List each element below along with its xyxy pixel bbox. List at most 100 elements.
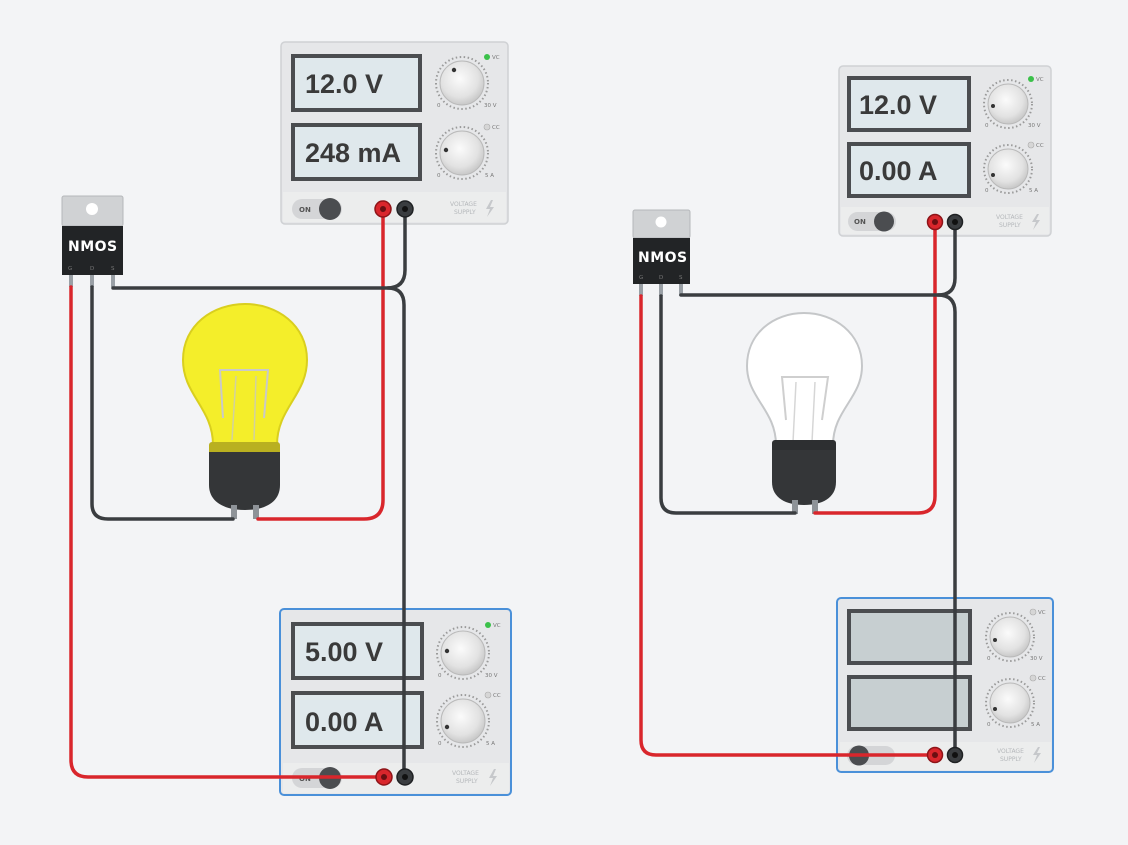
lightning-icon — [1033, 747, 1041, 763]
svg-text:D: D — [659, 275, 663, 281]
light-bulb-unlit[interactable] — [745, 311, 864, 514]
voltage-knob[interactable] — [436, 626, 490, 680]
power-supply-bottom-left[interactable]: 5.00 V 0.00 A 0 30 V 0 5 A VC CC — [279, 608, 512, 796]
voltage-readout: 5.00 V — [305, 637, 383, 667]
drain-pin[interactable] — [659, 284, 663, 296]
svg-text:ON: ON — [299, 206, 311, 214]
svg-text:VC: VC — [492, 55, 500, 61]
voltage-readout: 12.0 V — [305, 69, 383, 99]
svg-text:30 V: 30 V — [1030, 656, 1043, 662]
cv-indicator-icon — [1029, 608, 1037, 616]
power-supply-top-left[interactable]: 12.0 V 248 mA 0 30 V 0 5 A VC CC — [280, 41, 509, 225]
cv-indicator-icon — [484, 54, 490, 60]
bulb-terminal-1[interactable] — [231, 505, 237, 519]
voltage-knob[interactable] — [985, 612, 1035, 662]
svg-text:VOLTAGE: VOLTAGE — [996, 214, 1023, 221]
svg-text:0: 0 — [438, 673, 442, 679]
svg-text:0: 0 — [987, 722, 991, 728]
svg-text:G: G — [68, 266, 72, 272]
terminals-left — [374, 200, 414, 786]
gate-pin[interactable] — [69, 275, 73, 287]
lightning-icon — [1032, 214, 1040, 230]
svg-text:5 A: 5 A — [485, 173, 494, 179]
source-pin[interactable] — [679, 284, 683, 296]
current-knob[interactable] — [983, 144, 1033, 194]
svg-text:0: 0 — [437, 103, 441, 109]
circuit-right: 12.0 V 0.00 A 0 30 V 0 5 A VC CC — [632, 65, 1054, 773]
transistor-label: NMOS — [638, 250, 688, 266]
source-pin[interactable] — [111, 275, 115, 287]
current-readout: 0.00 A — [305, 707, 384, 737]
voltage-readout: 12.0 V — [859, 90, 937, 120]
current-knob[interactable] — [985, 678, 1035, 728]
current-knob[interactable] — [435, 126, 489, 180]
wire-red — [813, 220, 937, 515]
svg-text:S: S — [679, 275, 683, 281]
svg-text:0: 0 — [985, 188, 989, 194]
svg-text:VOLTAGE: VOLTAGE — [997, 748, 1024, 755]
svg-text:SUPPLY: SUPPLY — [1000, 756, 1022, 763]
wire-red — [256, 207, 385, 521]
power-switch[interactable]: ON — [292, 198, 342, 220]
svg-text:5 A: 5 A — [1029, 188, 1038, 194]
lightning-icon — [489, 769, 497, 786]
svg-text:CC: CC — [1036, 143, 1044, 149]
voltage-knob[interactable] — [983, 79, 1033, 129]
svg-text:0: 0 — [437, 173, 441, 179]
power-switch[interactable]: ON — [848, 211, 896, 232]
svg-text:5 A: 5 A — [486, 741, 495, 747]
mount-hole-icon — [655, 216, 667, 228]
wires-left — [69, 207, 407, 779]
voltage-knob[interactable] — [435, 56, 489, 110]
circuit-left: 12.0 V 248 mA 0 30 V 0 5 A VC CC — [61, 41, 512, 796]
svg-text:VOLTAGE: VOLTAGE — [450, 201, 477, 208]
wires-right — [639, 220, 957, 757]
svg-text:SUPPLY: SUPPLY — [456, 778, 478, 785]
cc-indicator-icon — [484, 691, 492, 699]
svg-text:VC: VC — [1038, 610, 1046, 616]
svg-text:VC: VC — [493, 623, 501, 629]
svg-text:CC: CC — [493, 693, 501, 699]
drain-pin[interactable] — [90, 275, 94, 287]
svg-text:G: G — [639, 275, 643, 281]
svg-text:5 A: 5 A — [1031, 722, 1040, 728]
current-readout: 248 mA — [305, 138, 401, 168]
current-readout: 0.00 A — [859, 156, 938, 186]
svg-text:SUPPLY: SUPPLY — [999, 222, 1021, 229]
bulb-terminal-2[interactable] — [812, 500, 818, 514]
wire-black — [386, 286, 406, 779]
svg-text:SUPPLY: SUPPLY — [454, 209, 476, 216]
svg-text:30 V: 30 V — [484, 103, 497, 109]
light-bulb-lit[interactable] — [181, 302, 309, 519]
cv-indicator-icon — [1028, 76, 1034, 82]
cc-indicator-icon — [483, 123, 491, 131]
cc-indicator-icon — [1029, 674, 1037, 682]
svg-text:0: 0 — [985, 123, 989, 129]
svg-text:D: D — [90, 266, 94, 272]
svg-text:ON: ON — [299, 775, 311, 783]
svg-text:VC: VC — [1036, 77, 1044, 83]
wire-black — [936, 293, 957, 757]
power-supply-bottom-right[interactable]: 0 30 V 0 5 A VC CC VOLTAGE SUPPLY — [836, 597, 1054, 773]
mount-hole-icon — [86, 203, 98, 215]
wire-black — [90, 285, 235, 521]
svg-text:CC: CC — [492, 125, 500, 131]
wire-red — [69, 285, 386, 779]
wire-red — [639, 294, 937, 757]
svg-text:CC: CC — [1038, 676, 1046, 682]
nmos-transistor[interactable]: NMOS G D S — [632, 209, 691, 296]
gate-pin[interactable] — [639, 284, 643, 296]
svg-text:VOLTAGE: VOLTAGE — [452, 770, 479, 777]
bulb-terminal-1[interactable] — [792, 500, 798, 514]
cc-indicator-icon — [1027, 141, 1035, 149]
svg-text:S: S — [111, 266, 115, 272]
power-supply-top-right[interactable]: 12.0 V 0.00 A 0 30 V 0 5 A VC CC — [838, 65, 1052, 237]
wire-black — [659, 294, 797, 515]
bulb-terminal-2[interactable] — [253, 505, 259, 519]
transistor-label: NMOS — [68, 239, 118, 255]
svg-text:0: 0 — [987, 656, 991, 662]
nmos-transistor[interactable]: NMOS G D S — [61, 195, 124, 287]
current-knob[interactable] — [436, 694, 490, 748]
svg-text:30 V: 30 V — [1028, 123, 1041, 129]
